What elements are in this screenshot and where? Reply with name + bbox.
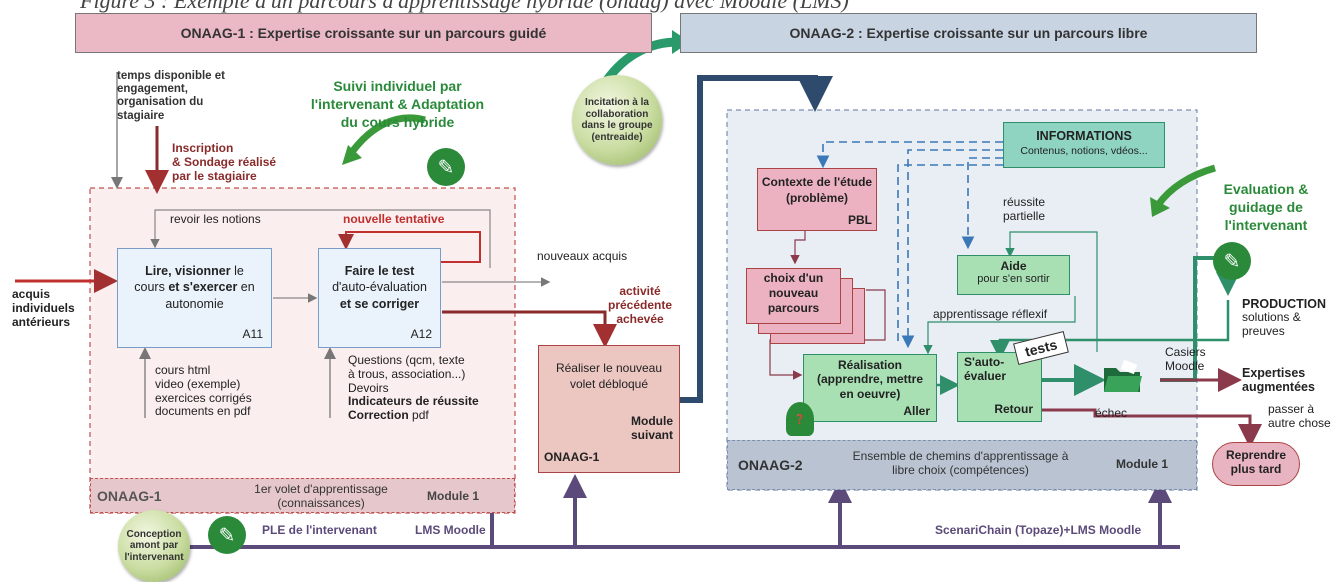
book-reader-icon: ✎ — [427, 148, 465, 186]
book-reader-icon: ✎ — [208, 516, 246, 554]
a11-code: A11 — [242, 327, 263, 341]
a12-code: A12 — [410, 327, 432, 341]
a11-text: Lire, visionner le cours et s'exercer en… — [134, 264, 255, 311]
nouvelle-tentative-label: nouvelle tentative — [343, 212, 445, 226]
echec-label: échec — [1095, 406, 1128, 420]
informations-box[interactable]: INFORMATIONS Contenus, notions, vdéos... — [1003, 122, 1165, 168]
lms-moodle-label: LMS Moodle — [415, 523, 486, 537]
banner-onaag2: ONAAG-2 : Expertise croissante sur un pa… — [680, 13, 1257, 53]
curved-arrow-icon — [349, 114, 426, 155]
figure-title: Figure 3 : Exemple d'un parcours d'appre… — [80, 0, 849, 13]
activity-a12[interactable]: Faire le test d'auto-évaluation et se co… — [318, 248, 441, 348]
person-reading-icon: ❓ — [786, 402, 814, 436]
banner-onaag1: ONAAG-1 : Expertise croissante sur un pa… — [75, 13, 652, 53]
contexte-box[interactable]: Contexte de l'étude(problème) PBL — [757, 168, 877, 231]
ple-label: PLE de l'intervenant — [262, 523, 377, 537]
onaag2-footer: ONAAG-2 Ensemble de chemins d'apprentiss… — [727, 440, 1197, 490]
production-label: PRODUCTION solutions &preuves — [1242, 297, 1327, 339]
aide-box[interactable]: Aide pour s'en sortir — [957, 255, 1070, 295]
onaag1-footer: ONAAG-1 1er volet d'apprentissage(connai… — [90, 478, 515, 513]
apprentissage-label: apprentissage réflexif — [933, 307, 1048, 321]
folder-icon — [1102, 359, 1144, 394]
book-reader-icon: ✎ — [1213, 242, 1251, 280]
a12-text: Faire le test d'auto-évaluation et se co… — [332, 264, 427, 311]
nouveaux-acquis-label: nouveaux acquis — [537, 249, 628, 263]
revoir-label: revoir les notions — [170, 212, 261, 226]
sauto-box[interactable]: S'auto-évaluer Retour — [957, 352, 1042, 422]
realiser-onaag-label: ONAAG-1 — [544, 450, 600, 464]
activity-a11[interactable]: Lire, visionner le cours et s'exercer en… — [117, 248, 272, 348]
scenari-label: ScenariChain (Topaze)+LMS Moodle — [935, 523, 1142, 537]
